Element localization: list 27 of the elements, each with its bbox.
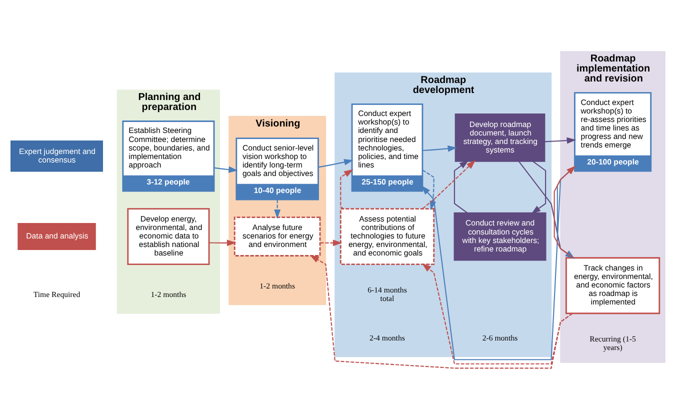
arrow [320, 239, 342, 246]
node-box: Assess potential contributions of technologies to future energy, environmental, and economic goals [340, 208, 435, 264]
arrow [209, 239, 236, 246]
node-box: Develop roadmap document, launch strategy, and tracking systems [454, 112, 546, 162]
arrow [274, 199, 281, 218]
arrow [422, 144, 458, 152]
node-box: Expert judgement and consensus [10, 140, 103, 172]
arrow [310, 254, 573, 368]
node-box: Analyse future scenarios for energy and environment [234, 216, 321, 256]
label: 6-14 months total [368, 285, 407, 303]
node-box: Develop energy, environmental, and economic data to establish national baseline [127, 208, 210, 264]
arrow [422, 262, 573, 364]
node-box: Track changes in energy, environmental, and economic factors as roadmap is implemented [565, 256, 660, 314]
arrow [340, 168, 354, 209]
arrow [544, 136, 576, 144]
arrow [318, 158, 354, 168]
label: 2-6 months [482, 332, 518, 342]
label: 1-2 months [150, 289, 186, 298]
node-box: Conduct review and consultation cycles with key stakeholders; refine roadmap [454, 212, 546, 260]
node-box: Data and analysis [18, 222, 96, 250]
label: 2-4 months [370, 332, 405, 342]
label: Time Required [33, 289, 80, 298]
arrow [214, 166, 238, 172]
label: 1-2 months [260, 280, 296, 290]
arrow [531, 160, 546, 214]
arrow [454, 160, 469, 213]
label: Recurring (1-5 years) [590, 334, 636, 352]
